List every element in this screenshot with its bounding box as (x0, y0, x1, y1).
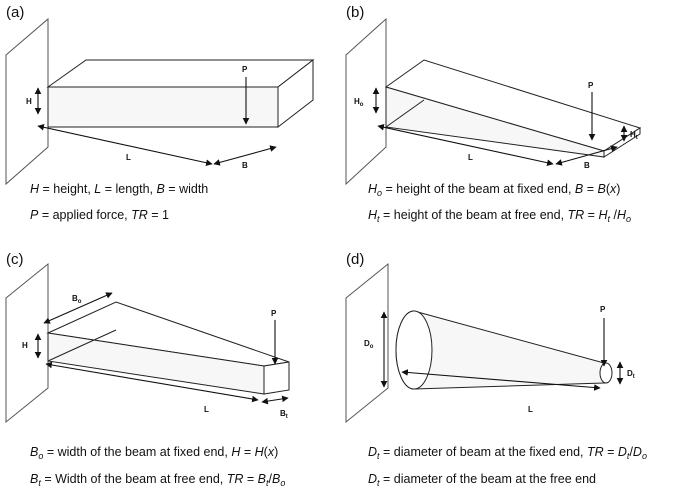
panel-d-caption-1: Dt = diameter of beam at the fixed end, … (368, 445, 647, 461)
panel-b-tag: (b) (346, 4, 364, 21)
panel-b: (b) Ho Ht L B P Ho = height of the beam … (345, 4, 642, 224)
panel-c-beam-root-edge (47, 329, 117, 362)
panel-a-l-label: L (126, 153, 131, 162)
panel-a-b-dimension (213, 145, 277, 166)
panel-c-caption-1: Bo = width of the beam at fixed end, H =… (30, 445, 278, 461)
panel-a-h-label: H (26, 97, 32, 106)
panel-b-p-label: P (588, 81, 594, 90)
panel-c-bo-label: Bo (72, 294, 82, 305)
panel-a-b-label: B (242, 161, 248, 170)
panel-b-wall (345, 17, 387, 186)
panel-c-caption-2: Bt = Width of the beam at free end, TR =… (30, 472, 285, 488)
panel-a-caption-1: H = height, L = length, B = width (30, 182, 208, 196)
panel-d-wall (345, 262, 389, 424)
panel-d-l-dimension (401, 369, 601, 391)
panel-d-do-label: Do (364, 339, 374, 350)
panel-c-l-label: L (204, 405, 209, 414)
panel-c-bo-dimension (43, 292, 113, 324)
panel-a: (a) H L B P H = height, L = length, B = … (5, 4, 315, 222)
panel-a-beam-top (46, 59, 315, 88)
panel-d-tag: (d) (346, 251, 364, 268)
panel-a-caption-2: P = applied force, TR = 1 (30, 208, 169, 222)
panel-a-beam-end (277, 58, 314, 129)
panel-d-p-label: P (600, 305, 606, 314)
panel-a-l-dimension (37, 124, 213, 166)
panel-c-bt-label: Bt (280, 409, 288, 420)
panel-b-beam-root-edge (385, 99, 425, 128)
panel-b-caption-2: Ht = height of the beam at free end, TR … (368, 208, 631, 224)
panel-c-bt-dimension (261, 395, 289, 405)
panel-a-p-label: P (242, 65, 248, 74)
panel-d-cone-root (395, 310, 433, 390)
panel-d-cone-tip (599, 362, 613, 384)
panel-c-l-dimension (45, 361, 259, 403)
panel-b-b-label: B (584, 161, 590, 170)
panel-d-dt-label: Dt (627, 369, 635, 380)
panel-a-tag: (a) (6, 4, 24, 21)
panel-b-b-dimension (555, 145, 618, 166)
panel-c-h-label: H (22, 341, 28, 350)
panel-c: (c) Bo H L Bt P Bo = width of the beam a… (5, 251, 290, 488)
panel-d-caption-2: Dt = diameter of the beam at the free en… (368, 472, 596, 488)
panel-b-ho-label: Ho (354, 97, 364, 108)
panel-c-beam-end (263, 361, 290, 395)
panel-d: (d) Do Dt L P Dt = diameter of beam at t… (345, 251, 647, 488)
panel-d-l-label: L (528, 405, 533, 414)
panel-c-p-label: P (271, 309, 277, 318)
panel-a-beam-front (47, 86, 279, 128)
panel-c-tag: (c) (6, 251, 24, 268)
panel-b-l-label: L (468, 153, 473, 162)
panel-b-caption-1: Ho = height of the beam at fixed end, B … (368, 182, 620, 198)
panel-b-l-dimension (377, 124, 554, 166)
panel-b-ht-label: Ht (630, 130, 638, 141)
